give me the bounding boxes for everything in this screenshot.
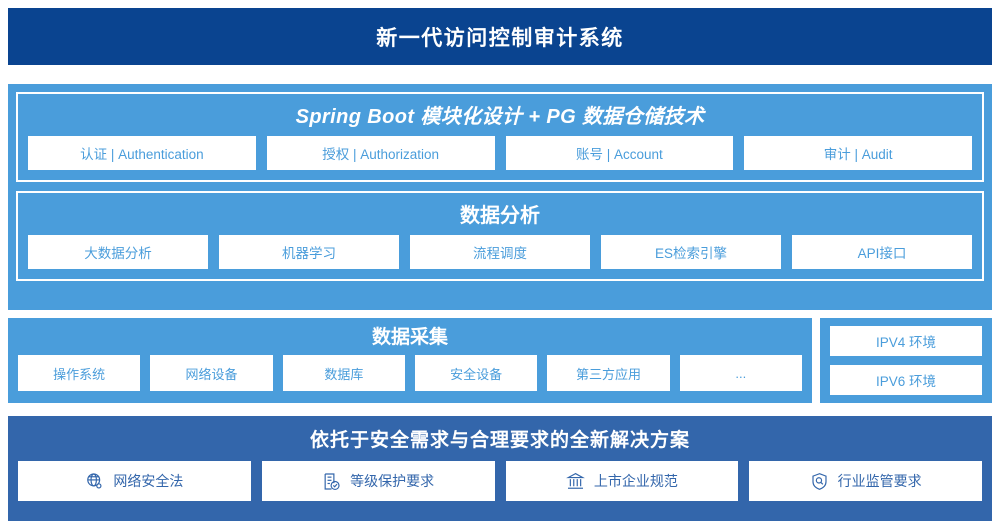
spring-boot-item-audit[interactable]: 审计 | Audit (744, 136, 972, 170)
data-collection-item-security-device[interactable]: 安全设备 (414, 355, 538, 391)
data-analysis-item-row: 大数据分析 机器学习 流程调度 ES检索引擎 API接口 (28, 235, 972, 269)
chip-label: 第三方应用 (575, 366, 641, 382)
spring-boot-item-account[interactable]: 账号 | Account (505, 136, 734, 170)
chip-label: API接口 (857, 246, 907, 261)
globe-icon (85, 472, 104, 491)
data-collection-item-third-party-app[interactable]: 第三方应用 (547, 355, 670, 391)
solution-panel: 依托于安全需求与合理要求的全新解决方案 网络安全法 (8, 416, 992, 521)
solution-item-label: 等级保护要求 (350, 473, 435, 489)
solution-item-label: 上市企业规范 (593, 473, 678, 489)
chip-label: 操作系统 (53, 366, 106, 382)
spring-boot-panel: Spring Boot 模块化设计 + PG 数据仓储技术 认证 | Authe… (16, 92, 984, 182)
page-title: 新一代访问控制审计系统 (376, 26, 624, 50)
chip-label: 流程调度 (473, 246, 527, 261)
data-collection-item-row: 操作系统 网络设备 数据库 安全设备 第三方应用 ... (18, 355, 802, 391)
chip-label: 大数据分析 (84, 246, 152, 261)
solution-title: 依托于安全需求与合理要求的全新解决方案 (309, 430, 690, 451)
data-collection-title: 数据采集 (371, 327, 448, 348)
solution-item-industry-regulation[interactable]: 行业监管要求 (749, 461, 982, 501)
data-analysis-title: 数据分析 (460, 205, 540, 227)
chip-label: 授权 | Authorization (322, 147, 440, 162)
data-analysis-item-bigdata[interactable]: 大数据分析 (28, 235, 208, 269)
solution-item-row: 网络安全法 等级保护要求 (18, 461, 982, 501)
chip-label: ES检索引擎 (654, 246, 727, 261)
chip-label: 数据库 (324, 366, 364, 382)
chip-label: IPV6 环境 (875, 374, 937, 389)
chip-label: 安全设备 (450, 366, 503, 382)
spring-boot-item-row: 认证 | Authentication 授权 | Authorization 账… (28, 136, 972, 170)
solution-item-listed-company-standard[interactable]: 上市企业规范 (505, 461, 739, 501)
document-check-icon (322, 472, 341, 491)
solution-item-cybersecurity-law[interactable]: 网络安全法 (18, 461, 251, 501)
data-collection-panel: 数据采集 操作系统 网络设备 数据库 安全设备 第三方应用 ... (8, 318, 812, 403)
chip-label: 机器学习 (282, 246, 336, 261)
solution-item-label: 网络安全法 (113, 473, 184, 489)
chip-label: 认证 | Authentication (80, 147, 204, 162)
solution-item-label: 行业监管要求 (837, 473, 922, 489)
platform-panel: Spring Boot 模块化设计 + PG 数据仓储技术 认证 | Authe… (8, 84, 992, 310)
chip-label: 网络设备 (185, 366, 238, 382)
data-collection-item-database[interactable]: 数据库 (282, 355, 405, 391)
chip-label: ... (735, 365, 747, 381)
chip-label: IPV4 环境 (875, 335, 937, 350)
data-analysis-panel: 数据分析 大数据分析 机器学习 流程调度 ES检索引擎 API接口 (16, 191, 984, 281)
header-bar: 新一代访问控制审计系统 (8, 8, 992, 65)
chip-label: 审计 | Audit (823, 147, 893, 162)
solution-item-classified-protection[interactable]: 等级保护要求 (261, 461, 495, 501)
environment-item-ipv4[interactable]: IPV4 环境 (830, 326, 982, 356)
shield-search-icon (810, 472, 829, 491)
data-collection-item-more[interactable]: ... (679, 355, 802, 391)
chip-label: 账号 | Account (575, 147, 663, 162)
data-analysis-item-api[interactable]: API接口 (792, 235, 972, 269)
spring-boot-item-authentication[interactable]: 认证 | Authentication (28, 136, 256, 170)
data-analysis-item-es-search[interactable]: ES检索引擎 (601, 235, 781, 269)
spring-boot-title: Spring Boot 模块化设计 + PG 数据仓储技术 (295, 106, 705, 128)
data-collection-item-operating-system[interactable]: 操作系统 (18, 355, 141, 391)
environment-item-ipv6[interactable]: IPV6 环境 (830, 365, 982, 395)
bank-building-icon (565, 472, 585, 491)
environment-panel: IPV4 环境 IPV6 环境 (820, 318, 992, 403)
data-analysis-item-machine-learning[interactable]: 机器学习 (219, 235, 399, 269)
spring-boot-item-authorization[interactable]: 授权 | Authorization (266, 136, 495, 170)
data-analysis-item-process-scheduling[interactable]: 流程调度 (410, 235, 590, 269)
data-collection-item-network-device[interactable]: 网络设备 (150, 355, 273, 391)
